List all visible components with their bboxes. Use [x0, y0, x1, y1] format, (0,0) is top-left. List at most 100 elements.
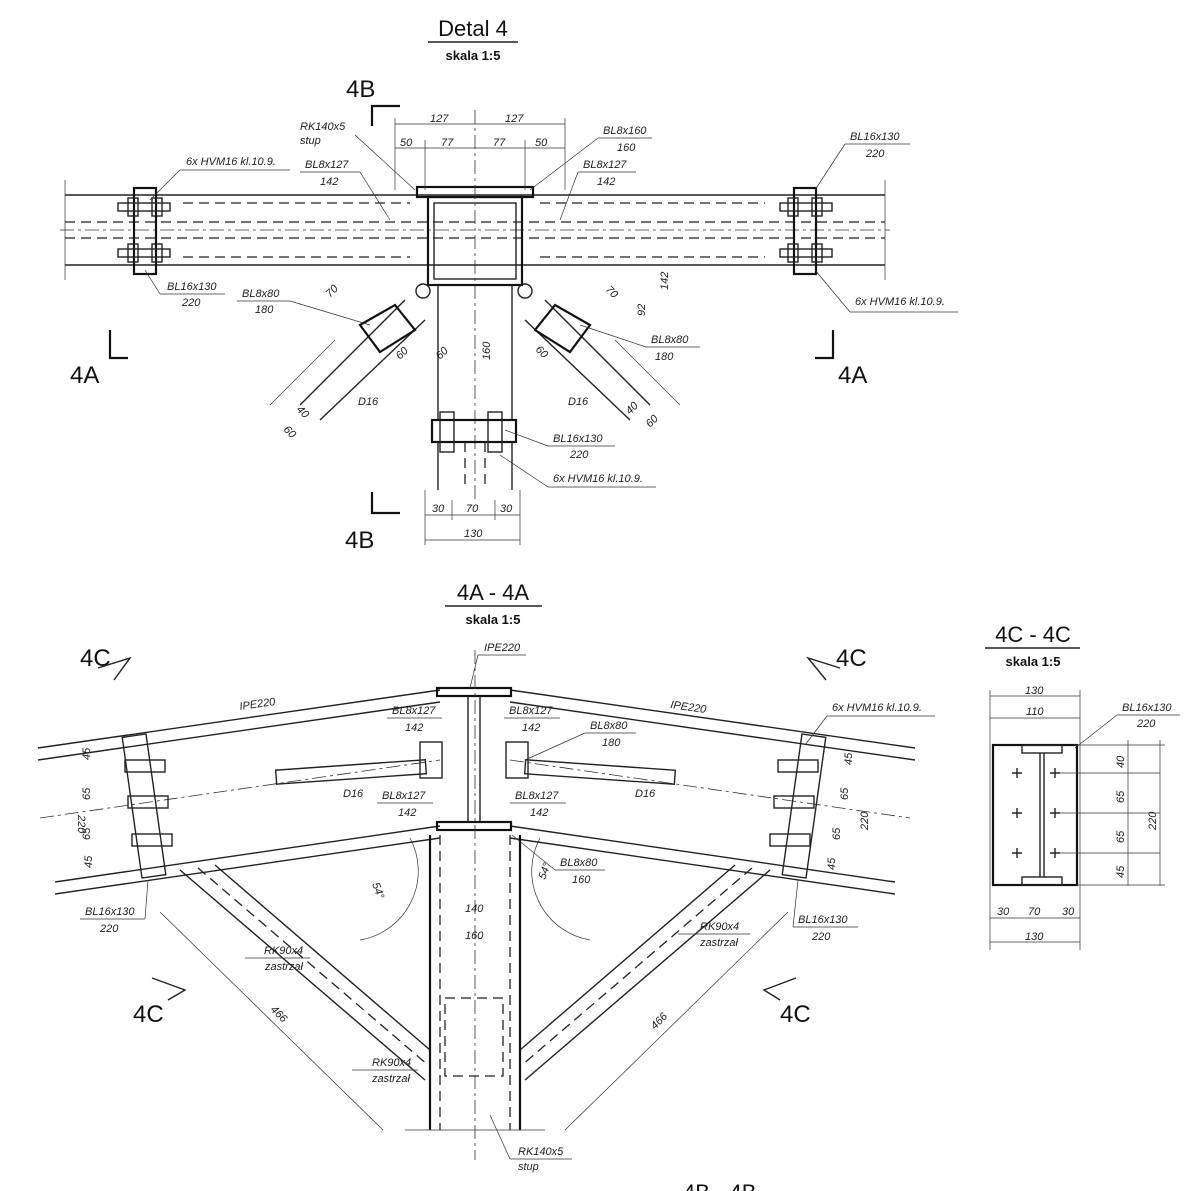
dim-40-right: 40: [624, 399, 642, 417]
section-marker-4c-tr: 4C: [836, 645, 867, 672]
bolts-right: [779, 197, 833, 263]
dim-54-left: 54°: [369, 881, 386, 901]
callout-bl8x127-tl-dim: 142: [405, 722, 423, 734]
callout-d16-a-right: D16: [635, 788, 656, 800]
dim-65-r2: 65: [831, 827, 843, 840]
dim-60-b: 60: [434, 344, 452, 362]
end-plate-right: [792, 186, 818, 276]
callout-bl8x160: BL8x160: [603, 125, 647, 137]
section-arrow-4c-br: [762, 977, 797, 1001]
callout-4c-bl16x130-dim: 220: [1136, 718, 1156, 730]
callout-bl8x127-right-dim: 142: [597, 176, 615, 188]
callout-rk140: RK140x5: [300, 121, 346, 133]
callout-bl8x80-left: BL8x80: [242, 288, 280, 300]
callout-rk90-center: RK90x4: [372, 1057, 411, 1069]
dim-142-right: 142: [659, 272, 671, 290]
detail-bottom-dims: 30 70 30 130: [424, 490, 521, 545]
section-4c: 4C - 4C skala 1:5 130 110 30 70 30: [985, 622, 1180, 950]
dim-220-right: 220: [859, 811, 871, 831]
section-a-bolts-right: [769, 759, 819, 847]
dim-54-right: 54°: [537, 861, 554, 881]
section-arrow-4b-bottom: [370, 492, 400, 515]
ipe-beam-right: [509, 689, 916, 895]
callout-zastrzal-right: zastrzał: [699, 937, 738, 949]
dim-45-br: 45: [826, 857, 838, 870]
callout-rk140-bottom: RK140x5: [518, 1146, 564, 1158]
section-marker-4a-left: 4A: [70, 362, 99, 389]
callout-hvm-bottom: 6x HVM16 kl.10.9.: [553, 473, 643, 485]
section-a-bolts-left: [124, 759, 173, 847]
callout-bl16x130-a-right: BL16x130: [798, 914, 848, 926]
section-a-callouts: IPE220 IPE220 IPE220 BL8x127 142 BL8x127…: [80, 642, 935, 1173]
dimensions-top: 127 127 50 77 77 50: [394, 113, 566, 190]
dim-127-right: 127: [505, 113, 524, 125]
callout-bl8x127-br: BL8x127: [515, 790, 559, 802]
diagonal-braces: [269, 299, 681, 421]
dim-92: 92: [636, 304, 648, 316]
callout-bl8x80-top-dim: 180: [602, 737, 621, 749]
dim-45-tr: 45: [843, 752, 855, 765]
callout-rk90-left: RK90x4: [264, 945, 303, 957]
section-marker-4c-bl: 4C: [133, 1001, 164, 1028]
callout-4c-bl16x130: BL16x130: [1122, 702, 1172, 714]
callout-hvm-section-a: 6x HVM16 kl.10.9.: [832, 702, 922, 714]
column-rk140: [415, 110, 535, 500]
section-marker-4c-tl: 4C: [80, 645, 111, 672]
rods-d16: [274, 741, 677, 785]
callout-bl8x80-left-dim: 180: [255, 304, 274, 316]
callout-bl8x80-bottom: BL8x80: [560, 857, 598, 869]
section-arrow-4c-tr: [805, 656, 841, 681]
callout-bl8x127-left-dim: 142: [320, 176, 338, 188]
section-4c-ibeam: [1021, 744, 1063, 886]
dim-70-right: 70: [603, 284, 621, 302]
dim-77-left: 77: [441, 137, 454, 149]
detail-callouts: RK140x5 stup BL8x160 160 6x HVM16 kl.10.…: [144, 121, 958, 488]
section-4c-dims: 130 110 30 70 30 130 40 65 65 45 220: [989, 685, 1165, 950]
bolts-left: [117, 197, 171, 263]
callout-bl8x127-bl: BL8x127: [382, 790, 426, 802]
dim-160-center: 160: [481, 341, 493, 360]
dim-4c-65-a: 65: [1115, 790, 1127, 803]
dim-4c-45: 45: [1115, 865, 1127, 878]
dim-4c-110: 110: [1026, 706, 1044, 718]
callout-bl8x127-right: BL8x127: [583, 159, 627, 171]
dim-45-bl: 45: [83, 855, 95, 868]
dim-50-right: 50: [535, 137, 548, 149]
callout-d16-left: D16: [358, 396, 379, 408]
end-plate-left: [132, 186, 158, 276]
section-4b-title-partial: 4B - 4B: [683, 1180, 756, 1191]
callout-bl16x130-bottom: BL16x130: [553, 433, 603, 445]
dim-65-l1: 65: [81, 787, 93, 800]
dim-4c-70: 70: [1028, 906, 1041, 918]
dim-4c-130-bottom: 130: [1025, 931, 1044, 943]
callout-zastrzal-center: zastrzał: [371, 1073, 410, 1085]
callout-d16-a-left: D16: [343, 788, 364, 800]
dim-70-left: 70: [324, 282, 342, 300]
callout-ipe-right: IPE220: [670, 699, 708, 716]
section-4a-scale: skala 1:5: [466, 612, 521, 627]
section-arrow-4a-right: [815, 330, 835, 360]
bottom-brace: [430, 285, 518, 490]
dim-50-left: 50: [400, 137, 413, 149]
dim-4c-130-top: 130: [1025, 685, 1044, 697]
section-marker-4b-top: 4B: [346, 76, 375, 103]
dim-466-right: 466: [649, 1010, 671, 1032]
dim-65-l2: 65: [81, 827, 93, 840]
dim-45-tl: 45: [81, 747, 93, 760]
callout-bl8x127-br-dim: 142: [530, 807, 548, 819]
callout-zastrzal-left: zastrzał: [264, 961, 303, 973]
dim-65-r1: 65: [839, 787, 851, 800]
callout-bl8x80-right: BL8x80: [651, 334, 689, 346]
dim-4c-65-b: 65: [1115, 830, 1127, 843]
struts-rk90: [159, 837, 789, 1131]
dim-60-left-bottom: 60: [281, 424, 299, 442]
dim-4c-40: 40: [1115, 755, 1127, 768]
callout-hvm-left: 6x HVM16 kl.10.9.: [186, 156, 276, 168]
callout-d16-right: D16: [568, 396, 589, 408]
section-arrow-4b-top: [370, 104, 400, 126]
dim-70-bottom: 70: [466, 503, 479, 515]
callout-bl16x130-right: BL16x130: [850, 131, 900, 143]
detail-diagonal-dims: 70 70 60 60 60 160 92 142 40 60 40 60: [281, 272, 671, 442]
dim-77-right: 77: [493, 137, 506, 149]
